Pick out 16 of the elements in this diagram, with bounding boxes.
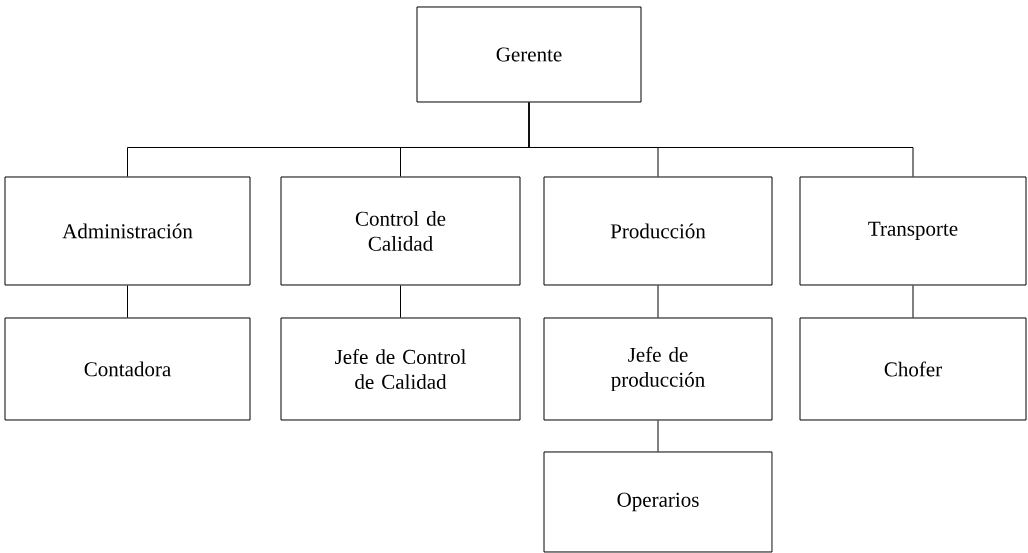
connector-line [400,285,401,318]
connector-line [657,420,659,452]
connector-line [528,102,914,177]
org-box: Gerente [416,6,642,103]
org-box: Contadora [4,317,251,421]
connector-line [912,285,914,318]
org-box: Jefe de Control de Calidad [280,317,521,421]
org-box: Transporte [799,176,1027,286]
org-box: Administración [4,176,251,286]
org-box: Producción [543,176,773,286]
connector-line [657,285,659,318]
org-box: Control de Calidad [280,176,521,286]
org-box: Chofer [799,317,1027,421]
org-box: Jefe de producción [543,317,773,421]
org-box: Operarios [543,451,773,553]
connector-line [127,285,128,318]
